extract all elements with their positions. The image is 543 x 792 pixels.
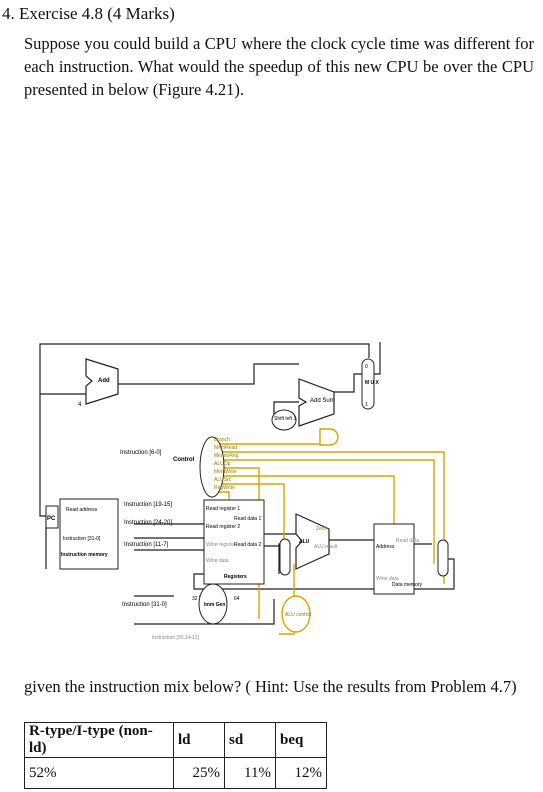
shift-left-oval	[271, 409, 297, 431]
registers-block	[203, 499, 265, 585]
instr-24-20-label: Instruction [24-20]	[124, 520, 172, 526]
instr-6-0-label: Instruction [6-0]	[120, 450, 162, 456]
thirty-two-label: 32	[192, 596, 198, 602]
adder-sum	[298, 378, 335, 427]
value-rtype: 52%	[24, 757, 174, 789]
cpu-datapath-diagram: Add 4 Add Sum Shift left 1 M U X 0 1 Ins…	[39, 342, 455, 641]
four-label: 4	[78, 402, 82, 408]
header-rtype: R-type/I-type (non-ld)	[24, 722, 174, 758]
instr-30-14-12-label: Instruction [30,14-12]	[152, 635, 200, 641]
data-memory	[373, 523, 415, 595]
pc-register	[45, 505, 59, 529]
value-beq: 12%	[275, 757, 327, 789]
aluop-label: ALUOp	[214, 461, 231, 467]
read-data-label: Read data	[396, 538, 419, 544]
and-gate	[319, 428, 339, 446]
read-address-label: Read address	[66, 507, 98, 513]
shift-left-label: Shift left 1	[274, 416, 296, 422]
header-sd: sd	[224, 722, 276, 758]
question-paragraph: Suppose you could build a CPU where the …	[24, 34, 534, 99]
table-header-row: R-type/I-type (non-ld) ld sd beq	[24, 722, 327, 758]
add-left-label: Add	[98, 378, 110, 384]
mux-memtoreg	[437, 539, 449, 577]
registers-label: Registers	[224, 574, 247, 580]
instruction-memory	[59, 498, 119, 570]
header-ld: ld	[173, 722, 225, 758]
regwrite-label: RegWrite	[214, 485, 235, 491]
instr-11-7-label: Instruction [11-7]	[124, 542, 169, 548]
alu-label: ALU	[299, 539, 310, 545]
zero-label: Zero	[316, 526, 327, 532]
read-data-1-label: Read data 1	[234, 516, 261, 522]
instruction-memory-label: Instruction memory	[61, 552, 108, 558]
header-beq: beq	[275, 722, 327, 758]
imm-gen-unit	[198, 583, 228, 625]
control-unit	[199, 436, 225, 498]
mux-alusrc	[279, 538, 291, 576]
write-register-label: Write register	[206, 542, 236, 548]
address-label: Address	[376, 544, 395, 550]
data-write-data-label: Write data	[376, 576, 399, 582]
sixty-four-label: 64	[234, 596, 240, 602]
pc-label: PC	[47, 516, 56, 522]
read-data-2-label: Read data 2	[234, 542, 261, 548]
read-register-2-label: Read register 2	[206, 524, 240, 530]
data-memory-label: Data memory	[392, 582, 423, 588]
mux-top-one: 1	[365, 402, 368, 408]
exercise-heading: 4. Exercise 4.8 (4 Marks)	[2, 4, 175, 23]
imm-gen-label: Imm Gen	[204, 602, 225, 608]
mux-top-label: M U X	[365, 380, 380, 386]
alu-result-label: ALU result	[314, 544, 338, 550]
write-data-label: Write data	[206, 558, 229, 564]
question-continuation: given the instruction mix below? ( Hint:…	[24, 677, 517, 696]
alu-control-label: ALU control	[285, 612, 311, 618]
alusrc-label: ALUSrc	[214, 477, 232, 483]
alu-control-unit	[281, 595, 311, 633]
mux-top-zero: 0	[365, 364, 368, 370]
value-sd: 11%	[224, 757, 276, 789]
value-ld: 25%	[173, 757, 225, 789]
alu-block	[295, 513, 330, 570]
memtoreg-label: MemtoReg	[214, 453, 239, 459]
branch-label: Branch	[214, 437, 230, 443]
read-register-1-label: Read register 1	[206, 506, 240, 512]
adder-left	[85, 358, 119, 405]
mux-top	[361, 358, 375, 410]
instr-31-0-bottom-label: Instruction [31-0]	[122, 602, 167, 608]
instruction-31-0-label: Instruction [31-0]	[63, 536, 101, 542]
memwrite-label: MemWrite	[214, 469, 237, 475]
instr-19-15-label: Instruction [19-15]	[124, 502, 172, 508]
instruction-mix-table: R-type/I-type (non-ld) ld sd beq 52% 25%…	[24, 722, 327, 789]
add-sum-label: Add Sum	[310, 398, 335, 404]
control-label: Control	[173, 457, 195, 463]
memread-label: MemRead	[214, 445, 237, 451]
table-row: 52% 25% 11% 12%	[24, 757, 327, 789]
